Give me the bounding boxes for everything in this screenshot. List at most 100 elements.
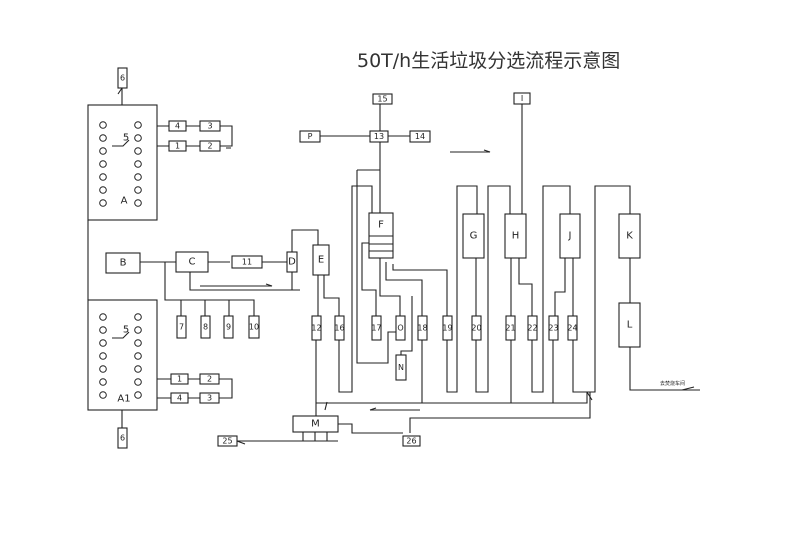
hole-icon xyxy=(134,186,142,194)
node-12-box: 12 xyxy=(311,315,322,341)
node-frame xyxy=(395,354,407,381)
node-frame xyxy=(170,373,189,385)
node-label: 16 xyxy=(334,324,344,333)
node-frame xyxy=(199,140,221,152)
node-label: 21 xyxy=(505,324,515,333)
svg-text:A: A xyxy=(121,196,128,207)
node-label: 3 xyxy=(207,394,212,403)
node-10-box: 10 xyxy=(248,315,260,339)
node-3-box: 3 xyxy=(199,120,221,132)
node-label: 14 xyxy=(415,132,425,141)
node-8-box: 8 xyxy=(200,315,211,339)
node-label: 26 xyxy=(406,437,416,446)
node-label: 13 xyxy=(374,132,384,141)
hole-icon xyxy=(134,313,142,321)
node-frame xyxy=(292,415,339,433)
node-16-box: 16 xyxy=(334,315,345,341)
node-23-box: 23 xyxy=(548,315,559,341)
flow-lines xyxy=(87,87,700,445)
hole-icon xyxy=(134,365,142,373)
node-frame xyxy=(117,427,128,449)
node-frame xyxy=(286,251,298,273)
node-3-box: 3 xyxy=(199,392,220,404)
node-label: I xyxy=(521,94,523,103)
node-frame xyxy=(176,315,187,339)
node-frame xyxy=(217,435,238,447)
node-21-box: 21 xyxy=(505,315,516,341)
node-frame xyxy=(117,67,128,89)
hole-icon xyxy=(99,339,107,347)
node-label: 25 xyxy=(222,437,232,446)
node-frame xyxy=(442,315,453,341)
node-frame xyxy=(527,315,538,341)
node-frame xyxy=(618,213,641,259)
node-M-box: M xyxy=(292,415,339,433)
node-20-box: 20 xyxy=(471,315,482,341)
node-22-box: 22 xyxy=(527,315,538,341)
node-26-box: 26 xyxy=(402,435,421,447)
node-frame xyxy=(170,392,189,404)
node-J-box: J xyxy=(559,213,581,259)
node-2-box: 2 xyxy=(199,373,220,385)
node-14-box: 14 xyxy=(409,130,431,143)
node-frame xyxy=(409,130,431,143)
node-frame xyxy=(618,302,641,348)
node-1-box: 1 xyxy=(168,140,187,152)
node-6-box: 6 xyxy=(117,427,128,449)
node-G-box: G xyxy=(462,213,485,259)
bin-A1: A15 xyxy=(87,299,158,411)
node-frame xyxy=(462,213,485,259)
hole-icon xyxy=(134,173,142,181)
node-label: 24 xyxy=(567,324,577,333)
node-frame xyxy=(371,315,382,341)
node-F-box: F xyxy=(368,212,394,259)
node-frame xyxy=(369,130,389,143)
node-25-box: 25 xyxy=(217,435,238,447)
node-frame xyxy=(223,315,234,339)
node-frame xyxy=(372,93,393,105)
hole-icon xyxy=(134,199,142,207)
node-label: O xyxy=(397,324,403,333)
node-7-box: 7 xyxy=(176,315,187,339)
node-frame xyxy=(199,120,221,132)
node-11-box: 11 xyxy=(231,255,263,269)
node-frame xyxy=(105,252,141,274)
hole-icon xyxy=(134,134,142,142)
node-label: 6 xyxy=(120,74,125,83)
node-19-box: 19 xyxy=(442,315,453,341)
node-label: H xyxy=(512,231,520,242)
hole-icon xyxy=(99,186,107,194)
node-label: 22 xyxy=(527,324,537,333)
bin-holes-A xyxy=(99,121,142,207)
node-label: 12 xyxy=(311,324,321,333)
node-frame xyxy=(548,315,559,341)
node-label: 19 xyxy=(442,324,452,333)
node-label: 15 xyxy=(377,95,387,104)
node-frame xyxy=(417,315,428,341)
node-13-box: 13 xyxy=(369,130,389,143)
hole-icon xyxy=(99,147,107,155)
node-frame xyxy=(199,392,220,404)
diagram-title: 50T/h生活垃圾分选流程示意图 xyxy=(357,50,620,72)
node-label: 1 xyxy=(175,142,180,151)
hole-icon xyxy=(134,121,142,129)
node-label: 20 xyxy=(471,324,481,333)
node-label: 8 xyxy=(203,323,208,332)
node-C-box: C xyxy=(175,251,209,273)
node-label: 3 xyxy=(207,122,212,131)
hole-icon xyxy=(99,378,107,386)
node-frame xyxy=(168,140,187,152)
node-H-box: H xyxy=(504,213,527,259)
node-24-box: 24 xyxy=(567,315,578,341)
node-label: 9 xyxy=(226,323,231,332)
svg-text:A1: A1 xyxy=(117,394,130,405)
node-label: C xyxy=(189,257,196,268)
node-15-box: 15 xyxy=(372,93,393,105)
node-frame xyxy=(175,251,209,273)
node-B-box: B xyxy=(105,252,141,274)
hole-icon xyxy=(99,160,107,168)
node-frame xyxy=(504,213,527,259)
hole-icon xyxy=(134,378,142,386)
hole-icon xyxy=(99,121,107,129)
node-label: B xyxy=(120,258,127,269)
